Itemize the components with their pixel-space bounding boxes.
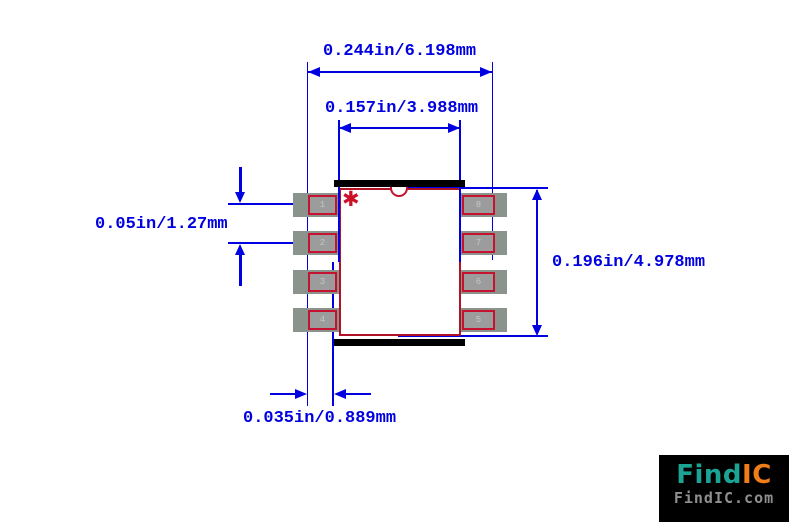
findic-logo: FindIC FindIC.com	[659, 455, 789, 522]
height-ref-line-bottom	[398, 335, 548, 337]
pin-number: 7	[475, 238, 482, 248]
pin-3: 3	[293, 270, 339, 294]
pin-6: 6	[461, 270, 507, 294]
findic-logo-domain: FindIC.com	[673, 489, 775, 507]
logo-ic-text: IC	[742, 460, 772, 490]
pin-1: 1	[293, 193, 339, 217]
pitch-ref-line-pin2	[228, 242, 316, 244]
pinlen-arrow-line-left	[270, 393, 296, 395]
package-bottom-bar	[334, 339, 465, 346]
pin-number: 5	[475, 315, 482, 325]
pin-pad	[462, 195, 495, 215]
pin-number: 2	[319, 238, 326, 248]
dim-label-pin-pitch: 0.05in/1.27mm	[95, 215, 228, 234]
overlay-line-body-left	[338, 188, 340, 262]
height-arrow-shaft	[536, 190, 538, 334]
arrowhead-icon	[235, 192, 245, 203]
dim-label-body-width: 0.157in/3.988mm	[325, 99, 479, 118]
pin-4: 4	[293, 308, 339, 332]
pin-number: 3	[319, 277, 326, 287]
dim-label-body-height: 0.196in/4.978mm	[552, 253, 706, 272]
arrowhead-icon	[308, 67, 320, 77]
arrowhead-icon	[339, 123, 351, 133]
dim-label-pin-length: 0.035in/0.889mm	[243, 409, 397, 428]
pin-8: 8	[461, 193, 507, 217]
arrowhead-icon	[235, 244, 245, 255]
logo-find-text: Find	[676, 460, 743, 490]
dim-label-lead-span: 0.244in/6.198mm	[323, 42, 477, 61]
pin1-notch-icon	[390, 187, 408, 197]
dim-arrow-line-lead-span	[308, 71, 492, 73]
height-ref-line-top	[398, 187, 548, 189]
pin-number: 8	[475, 200, 482, 210]
arrowhead-icon	[480, 67, 492, 77]
pin-number: 4	[319, 315, 326, 325]
pin-pad	[462, 233, 495, 253]
pin-number: 6	[475, 277, 482, 287]
findic-logo-wordmark: FindIC	[659, 461, 789, 489]
pin-2: 2	[293, 231, 339, 255]
arrowhead-icon	[448, 123, 460, 133]
arrowhead-icon	[532, 189, 542, 200]
pin1-marker-icon: ✱	[342, 187, 360, 211]
pitch-arrow-shaft-lower	[239, 255, 242, 286]
arrowhead-icon	[334, 389, 346, 399]
pin-5: 5	[461, 308, 507, 332]
arrowhead-icon	[295, 389, 307, 399]
pin-pad	[462, 272, 495, 292]
pitch-arrow-shaft-upper	[239, 167, 242, 193]
pin-pad	[308, 310, 337, 330]
pitch-ref-line-pin1	[228, 203, 316, 205]
package-top-bar	[334, 180, 465, 187]
arrowhead-icon	[532, 325, 542, 336]
pin-pad	[308, 195, 337, 215]
pin-pad	[308, 233, 337, 253]
pin-pad	[462, 310, 495, 330]
pin-7: 7	[461, 231, 507, 255]
pinlen-arrow-line-right	[346, 393, 371, 395]
pin-pad	[308, 272, 337, 292]
overlay-line-body-right	[459, 188, 461, 262]
extension-line-pin-length	[332, 262, 334, 406]
dim-arrow-line-body-width	[339, 127, 460, 129]
pin-number: 1	[319, 200, 326, 210]
extension-line-lead-right	[492, 62, 493, 260]
